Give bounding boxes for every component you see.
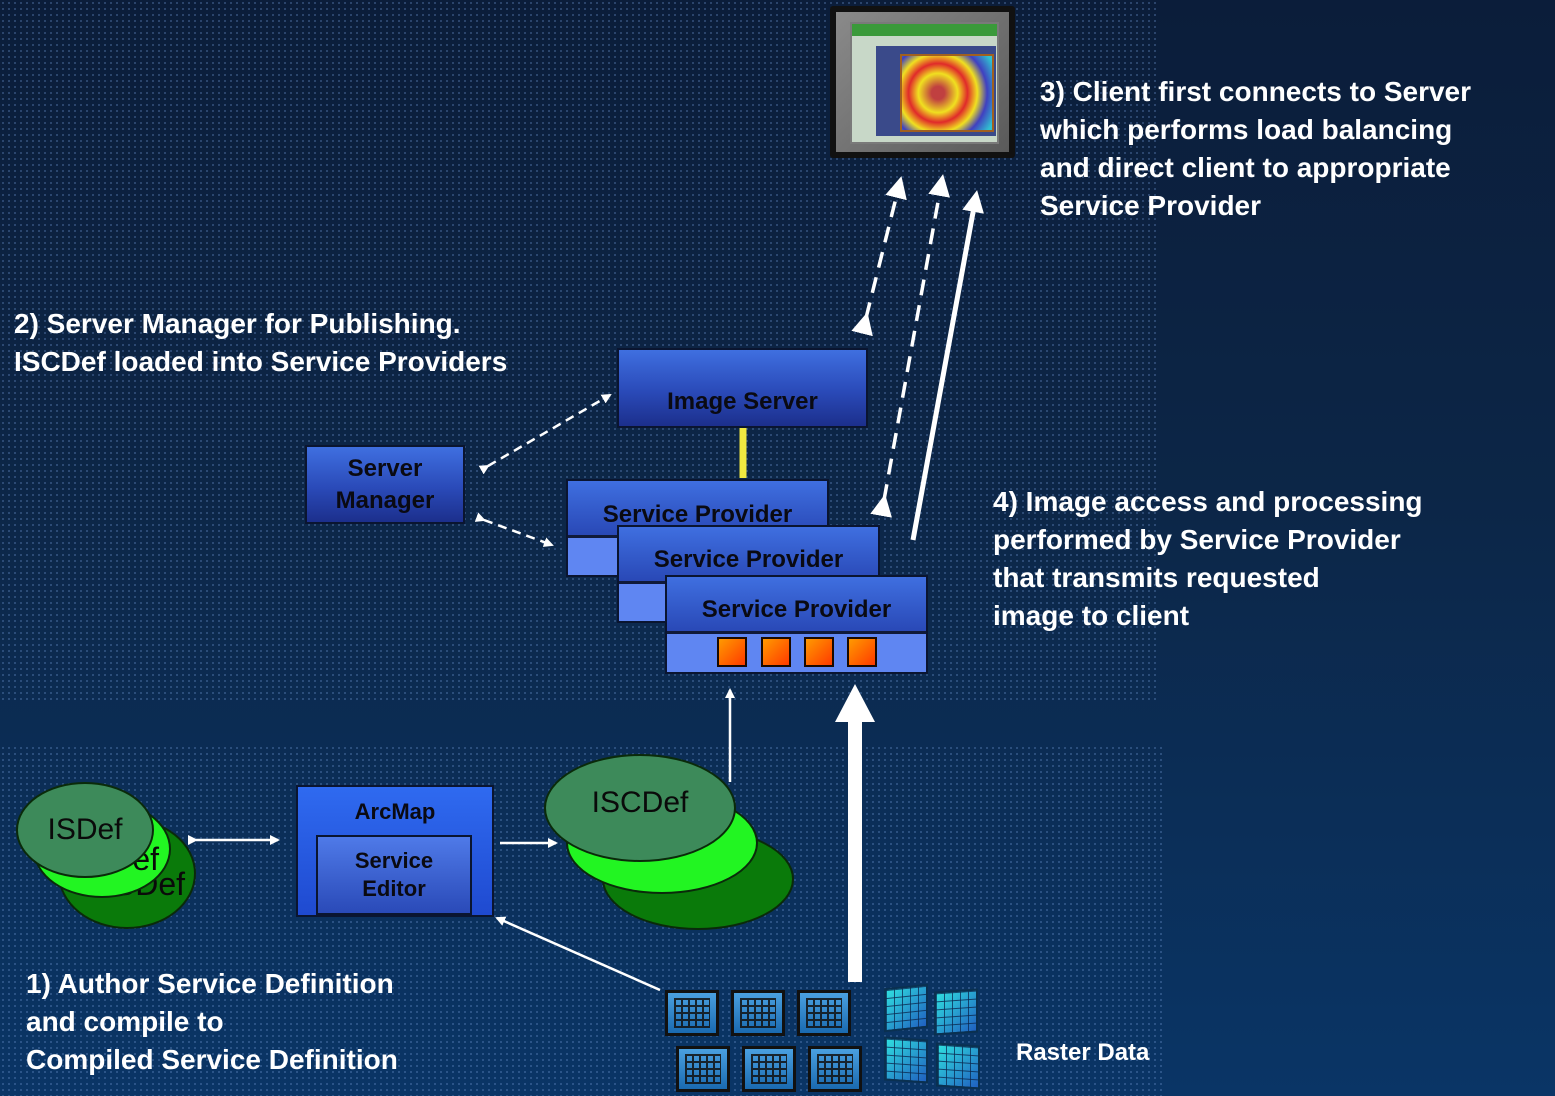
provider-client-image-arrow xyxy=(910,190,984,541)
service-provider-label: Service Provider xyxy=(701,596,892,623)
service-provider-box: Service Provider xyxy=(665,575,928,674)
server-manager-box: Server Manager xyxy=(305,445,465,524)
step-4-annotation: 4) Image access and processing performed… xyxy=(993,486,1423,631)
raster-tile-icon xyxy=(934,988,978,1036)
raster-tile-icon xyxy=(884,983,928,1033)
iscdef-label: ISCDef xyxy=(591,786,689,819)
iscdef-ellipse-front: ISCDef xyxy=(544,754,736,862)
raster-tile-icon xyxy=(936,1042,980,1090)
service-editor-box: Service Editor xyxy=(316,835,472,915)
raster-provider-arrow-head xyxy=(835,684,875,722)
step-3-annotation: 3) Client first connects to Server which… xyxy=(1040,76,1472,221)
image-server-box: Image Server xyxy=(617,348,868,428)
raster-grid-icon xyxy=(808,1046,862,1092)
provider-client-dashed-link xyxy=(870,174,950,518)
image-server-label: Image Server xyxy=(667,388,818,415)
processor-icon xyxy=(717,637,747,667)
raster-grid-icon xyxy=(731,990,785,1036)
service-provider-label: Service Provider xyxy=(602,501,793,528)
raster-editor-arrow xyxy=(495,916,661,992)
processor-icon xyxy=(804,637,834,667)
raster-grid-icon xyxy=(797,990,851,1036)
service-editor-label: Service Editor xyxy=(354,848,434,901)
step-2-annotation: 2) Server Manager for Publishing. ISCDef… xyxy=(14,308,508,377)
step-1-annotation: 1) Author Service Definition and compile… xyxy=(26,968,398,1075)
raster-grid-icon xyxy=(742,1046,796,1092)
raster-tile-icon xyxy=(884,1036,928,1084)
processor-icon xyxy=(761,637,791,667)
client-image-server-link xyxy=(851,176,907,337)
client-computer-icon xyxy=(830,6,1015,158)
raster-grid-icon xyxy=(676,1046,730,1092)
isdef-ellipse-front: ISDef xyxy=(16,782,154,878)
raster-data-label: Raster Data xyxy=(1016,1039,1150,1066)
isdef-label: ISDef xyxy=(47,813,123,846)
service-provider-label: Service Provider xyxy=(653,546,844,573)
raster-provider-arrow-shaft xyxy=(848,718,862,982)
processor-icon xyxy=(847,637,877,667)
arcmap-label: ArcMap xyxy=(354,799,436,824)
server-manager-label: Server Manager xyxy=(335,454,435,514)
arcmap-box: ArcMap Service Editor xyxy=(296,785,494,917)
manager-provider-link xyxy=(474,512,554,547)
raster-grid-icon xyxy=(665,990,719,1036)
manager-image-server-link xyxy=(478,393,612,475)
